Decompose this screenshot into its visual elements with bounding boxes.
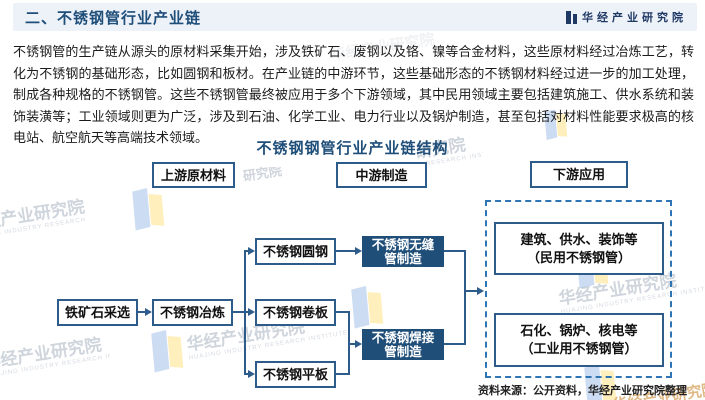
connector-to-downstream	[464, 290, 477, 292]
connector-output-vertical	[464, 250, 466, 345]
intro-paragraph: 不锈钢管的生产链从源头的原材料采集开始，涉及铁矿石、废钢以及铬、镍等合金材料，这…	[13, 44, 694, 145]
source-note: 资料来源：公开资料，华经产业研究院整理	[478, 385, 687, 397]
brand-bars-icon	[566, 10, 577, 24]
connector-branch-coil	[245, 311, 250, 313]
stage-box-midstream: 中游制造	[336, 162, 427, 188]
connector-seamless-right	[444, 250, 466, 252]
brand-flag-watermark	[150, 329, 188, 377]
brand-logo: 华经产业研究院	[566, 9, 687, 25]
brand-name: 华经产业研究院	[582, 12, 687, 24]
brand-text-watermark: 华经产业研究院	[243, 167, 283, 193]
arrowhead	[477, 286, 484, 295]
node-flat-plate: 不锈钢平板	[255, 361, 336, 388]
stage-box-downstream: 下游应用	[530, 161, 628, 188]
connector-mining-smelting	[138, 311, 147, 313]
arrowhead	[248, 246, 255, 255]
node-industrial-applications: 石化、锅炉、核电等 （工业用不锈钢管）	[494, 313, 664, 367]
arrowhead	[145, 307, 152, 316]
section-header: 二、不锈钢管行业产业链 华经产业研究院	[13, 3, 697, 31]
node-smelting: 不锈钢冶炼	[152, 299, 233, 326]
connector-coil-elbow	[336, 311, 350, 313]
node-welded-pipe-mfg: 不锈钢焊接 管制造	[362, 329, 444, 360]
stage-label-upstream: 上游原材料	[160, 167, 226, 183]
connector-elbow-welded	[348, 343, 355, 345]
node-civil-applications: 建筑、供水、装饰等 （民用不锈钢管）	[494, 222, 664, 275]
connector-round-seamless	[336, 250, 356, 252]
node-seamless-pipe-mfg: 不锈钢无缝 管制造	[362, 236, 444, 267]
stage-box-upstream: 上游原材料	[152, 162, 235, 188]
stage-label-midstream: 中游制造	[355, 167, 408, 183]
arrowhead	[355, 339, 362, 348]
node-coil-plate: 不锈钢卷板	[255, 299, 336, 326]
arrowhead	[355, 246, 362, 255]
stage-label-downstream: 下游应用	[552, 167, 605, 182]
connector-branch-flat	[245, 373, 250, 375]
section-title: 二、不锈钢管行业产业链	[25, 9, 202, 27]
arrowhead	[248, 307, 255, 316]
diagram-title: 不锈钢钢管行业产业链结构	[256, 140, 449, 157]
connector-smelting-branch	[233, 311, 245, 313]
node-round-steel: 不锈钢圆钢	[255, 238, 336, 265]
connector-branch-round	[245, 250, 250, 252]
arrowhead	[248, 369, 255, 378]
node-iron-ore-mining: 铁矿石采选	[57, 299, 138, 326]
connector-flat-elbow	[336, 373, 350, 375]
downstream-frame	[485, 200, 672, 378]
brand-flag-watermark	[350, 285, 388, 333]
connector-welded-right	[444, 343, 466, 345]
brand-flag-watermark	[131, 187, 169, 235]
